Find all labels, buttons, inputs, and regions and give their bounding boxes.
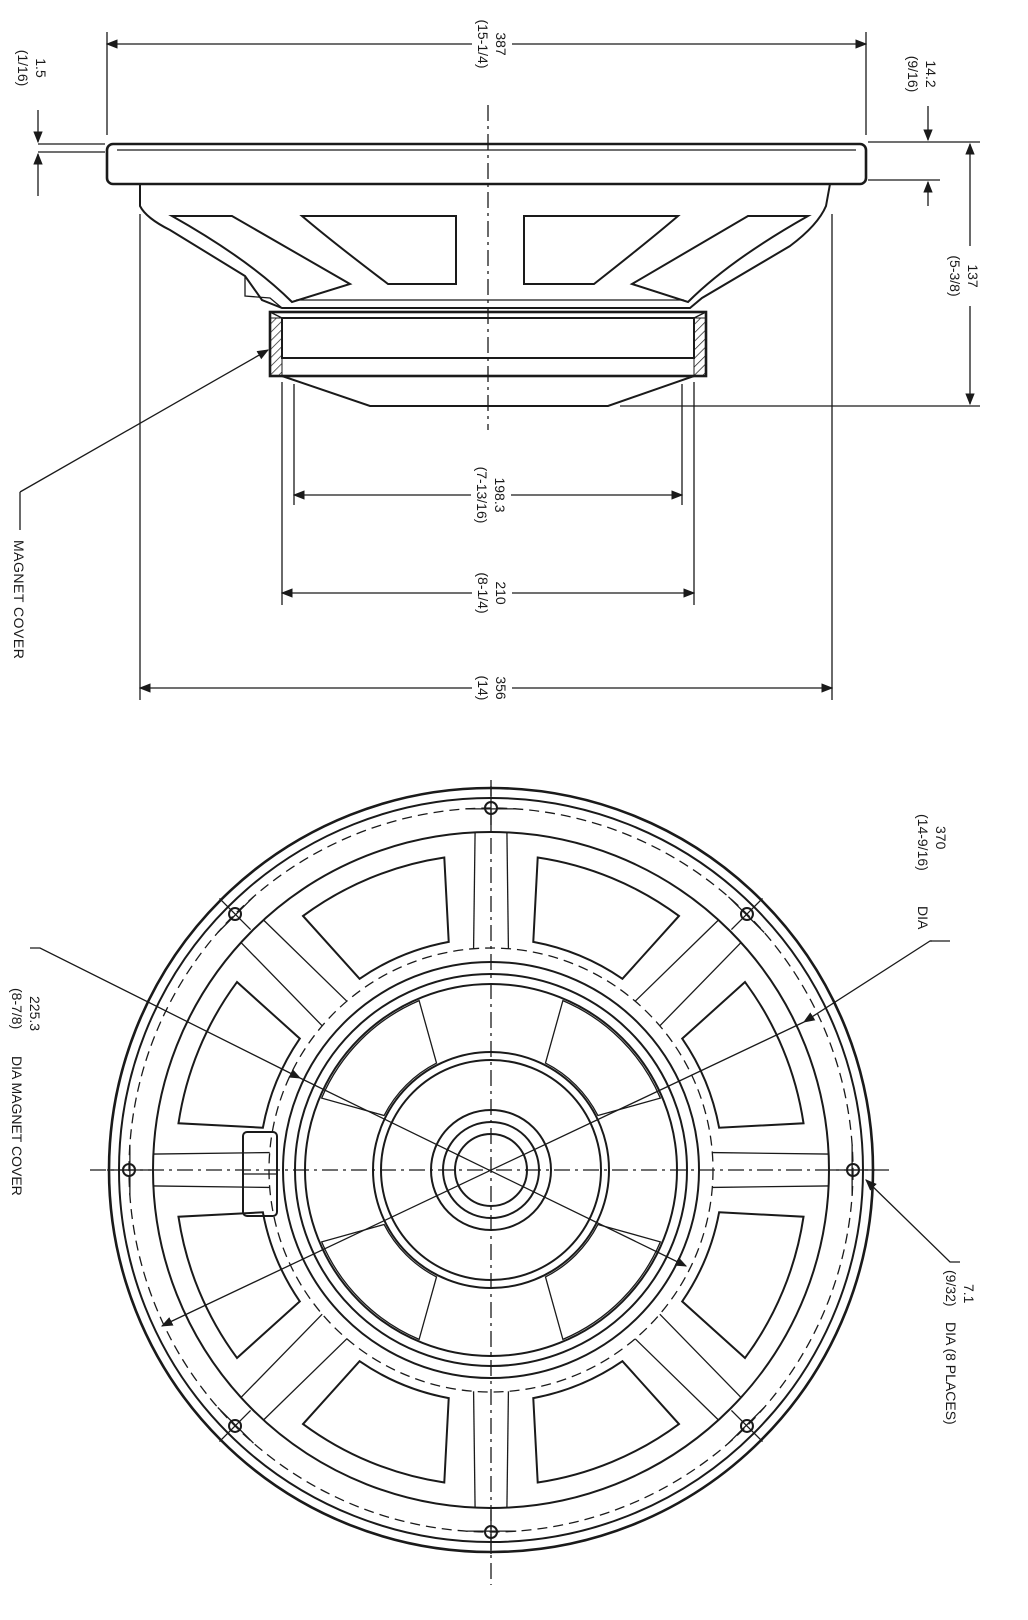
magnet-cover-dia-label: 225.3 (8-7/8) DIA MAGNET COVER xyxy=(9,988,43,1196)
flange-step-mm: 14.2 xyxy=(923,60,939,87)
depth-in: (5-3/8) xyxy=(947,255,963,296)
magnet-cover-dia-suffix: DIA MAGNET COVER xyxy=(9,1056,25,1196)
frame-spoke xyxy=(506,832,510,949)
frame-spoke xyxy=(240,1313,323,1398)
frame-spoke xyxy=(240,942,323,1027)
frame-window xyxy=(523,215,681,285)
inner-cutout xyxy=(544,999,662,1117)
frame-window xyxy=(629,215,812,304)
rear-view xyxy=(90,780,892,1585)
magnet-inner-in: (7-13/16) xyxy=(474,467,490,524)
mounting-hole-crosshair xyxy=(217,1407,254,1444)
inner-cutout xyxy=(320,1223,438,1341)
mount-hole-in: (9/32) xyxy=(943,1270,959,1307)
frame-window xyxy=(177,1211,302,1360)
mounting-hole-crosshair xyxy=(728,896,765,933)
mounting-hole xyxy=(739,1418,754,1433)
depth-mm: 137 xyxy=(965,264,981,288)
bolt-circle-suffix: DIA xyxy=(915,906,931,930)
frame-window xyxy=(301,856,450,981)
magnet-outer-label: 210 (8-1/4) xyxy=(472,563,512,623)
frame-window xyxy=(532,856,681,981)
frame-spoke xyxy=(634,919,719,1002)
mounting-hole-crosshair xyxy=(219,1409,252,1442)
frame-window xyxy=(680,980,805,1129)
mounting-hole-crosshair xyxy=(217,896,254,933)
mount-hole-label: 7.1 (9/32) DIA (8 PLACES) xyxy=(943,1270,977,1425)
rear-view-callouts xyxy=(30,940,960,1327)
depth-label: 137 (5-3/8) xyxy=(946,246,984,306)
frame-spoke xyxy=(634,1338,719,1421)
flange-thickness-label: 1.5 (1/16) xyxy=(15,50,49,87)
frame-spoke xyxy=(263,1338,348,1421)
overall-width-label: 387 (15-1/4) xyxy=(472,18,512,70)
frame-spoke xyxy=(506,1391,510,1508)
mount-hole-mm: 7.1 xyxy=(961,1284,977,1304)
magnet-cover-hatch xyxy=(693,317,707,377)
frame-spoke xyxy=(263,919,348,1002)
overall-width-mm: 387 xyxy=(493,32,509,56)
flange-thickness-mm: 1.5 xyxy=(33,58,49,78)
mounting-hole-crosshair xyxy=(730,898,763,931)
inner-cutout xyxy=(544,1223,662,1341)
frame-window xyxy=(299,215,457,285)
frame-window xyxy=(532,1359,681,1484)
magnet-inner-mm: 198.3 xyxy=(492,477,508,512)
bolt-circle-in: (14-9/16) xyxy=(915,814,931,871)
frame-spoke xyxy=(472,1391,476,1508)
flange-step-label: 14.2 (9/16) xyxy=(905,56,939,93)
bolt-circle-mm: 370 xyxy=(933,826,949,850)
bolt-circle-label: 370 (14-9/16) DIA xyxy=(915,814,949,930)
magnet-cover-leader xyxy=(19,349,270,493)
frame-window xyxy=(177,980,302,1129)
magnet-outer-in: (8-1/4) xyxy=(475,572,491,613)
mounting-hole-crosshair xyxy=(219,898,252,931)
magnet-inner-label: 198.3 (7-13/16) xyxy=(471,459,511,531)
frame-spoke xyxy=(712,1151,829,1155)
frame-spoke xyxy=(659,1313,742,1398)
frame-spoke xyxy=(153,1185,270,1189)
magnet-back-plate xyxy=(281,375,695,407)
frame-window xyxy=(301,1359,450,1484)
overall-width-in: (15-1/4) xyxy=(475,19,491,68)
magnet-cover-text: MAGNET COVER xyxy=(11,540,27,659)
frame-window xyxy=(168,215,353,304)
dimension-labels: 387 (15-1/4) 1.5 (1/16) 14.2 (9/16) 137 … xyxy=(9,18,984,1425)
baffle-width-mm: 356 xyxy=(493,676,509,700)
mounting-hole xyxy=(228,907,243,922)
magnet-cover-label: MAGNET COVER xyxy=(11,540,27,659)
mount-hole-suffix: DIA (8 PLACES) xyxy=(943,1322,959,1425)
speaker-frame xyxy=(139,183,831,309)
mounting-hole-crosshair xyxy=(730,1409,763,1442)
frame-spoke xyxy=(472,832,476,949)
magnet-cover-hatch xyxy=(269,317,283,377)
magnet-cover-dia-in: (8-7/8) xyxy=(9,988,25,1029)
inner-cutout xyxy=(320,999,438,1117)
baffle-width-in: (14) xyxy=(475,676,491,701)
magnet-outer-mm: 210 xyxy=(493,581,509,605)
flange-step-in: (9/16) xyxy=(905,56,921,93)
frame-window xyxy=(680,1211,805,1360)
speaker-flange xyxy=(105,142,868,186)
baffle-width-label: 356 (14) xyxy=(472,666,512,710)
mounting-hole xyxy=(739,907,754,922)
magnet-cover-dia-mm: 225.3 xyxy=(27,996,43,1031)
mounting-hole-crosshair xyxy=(728,1407,765,1444)
frame-spoke xyxy=(659,942,742,1027)
flange-thickness-in: (1/16) xyxy=(15,50,31,87)
mounting-hole xyxy=(228,1418,243,1433)
frame-spoke xyxy=(153,1151,270,1155)
frame-spoke xyxy=(712,1185,829,1189)
